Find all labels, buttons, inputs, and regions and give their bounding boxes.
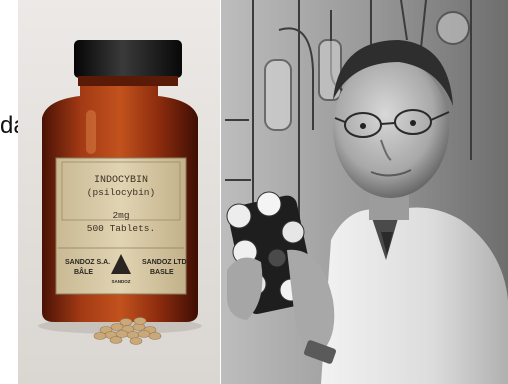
label-drug-name: INDOCYBIN [94,175,148,186]
label-maker-right: SANDOZ LTD. [142,259,189,266]
label-maker-right-city: BASLE [150,269,174,276]
label-maker-left: SANDOZ S.A. [65,259,110,266]
scientist-face [333,58,449,198]
indocybin-bottle-photo: INDOCYBIN (psilocybin) 2mg 500 Tablets. … [18,0,220,384]
sandoz-logo-text: SANDOZ [112,279,131,284]
lab-apparatus [225,0,472,250]
sandoz-logo-icon [111,254,131,274]
label-maker-left-city: BÂLE [74,267,93,276]
label-dose: 2mg [112,210,129,221]
label-count: 500 Tablets. [87,223,155,234]
left-hand [227,257,263,320]
eyeglasses-icon [334,109,450,138]
lab-coat [321,207,508,384]
right-hand [287,249,335,356]
scientist-illustration [221,0,508,384]
wristwatch-icon [304,340,336,364]
label-substance: (psilocybin) [87,187,155,198]
scientist-lab-photo [221,0,508,384]
bottle-illustration: INDOCYBIN (psilocybin) 2mg 500 Tablets. … [18,0,220,384]
tablets-pile [93,317,162,345]
scientist-hair [333,40,453,106]
bottle-cap [74,40,182,78]
